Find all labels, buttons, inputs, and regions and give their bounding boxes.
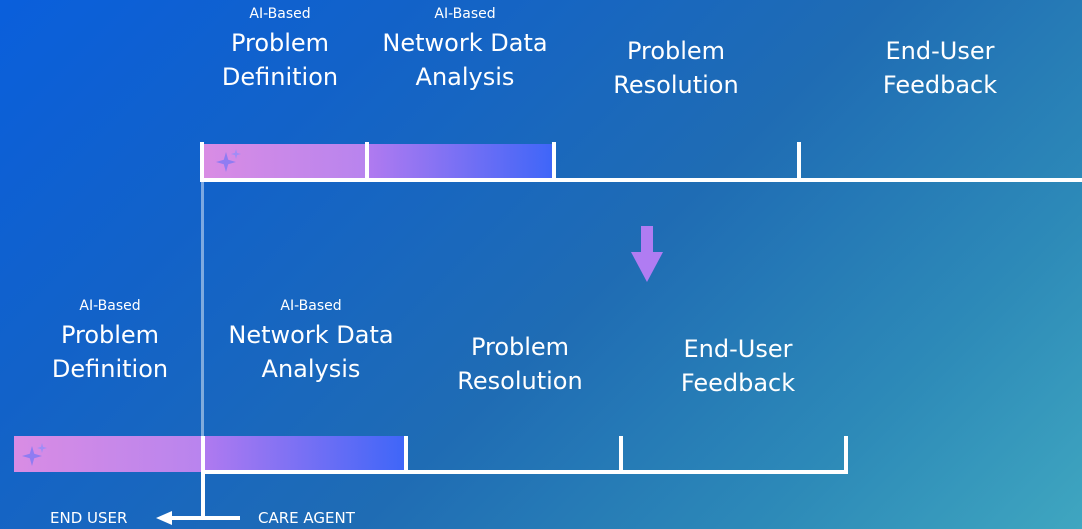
step-title-line1: Problem [60,321,160,349]
handoff-vertical-line [201,436,205,518]
bottom-step-problem-resolution: Problem Resolution [440,330,600,398]
ai-segment-network-analysis [204,436,404,472]
step-title-line1: Network Data [228,321,394,349]
top-step-end-user-feedback: End-User Feedback [860,34,1020,102]
end-user-label: END USER [50,509,128,527]
step-title-line1: Problem [230,29,330,57]
sparkle-icon [216,149,241,172]
step-title-line2: Definition [51,355,169,383]
step-title-line2: Feedback [680,369,796,397]
bottom-step-problem-definition: AI-Based Problem Definition [30,298,190,386]
alignment-connector-line [201,182,204,436]
step-title-line1: Problem [626,37,726,65]
ai-segment-network-analysis [369,144,552,178]
ai-segment-problem-definition [14,436,204,472]
top-timeline-baseline [200,178,1082,182]
step-title-line1: End-User [683,335,793,363]
step-title-line2: Resolution [457,367,583,395]
step-title-line2: Definition [221,63,339,91]
bottom-step-end-user-feedback: End-User Feedback [658,332,818,400]
step-title-line1: Problem [470,333,570,361]
bottom-divider [844,436,848,474]
top-divider [365,142,369,182]
top-step-network-data-analysis: AI-Based Network Data Analysis [370,6,560,94]
down-arrow-icon [631,226,663,282]
step-title-line2: Analysis [261,355,361,383]
ai-based-tag: AI-Based [249,6,311,22]
bottom-timeline-baseline [204,470,848,474]
left-arrow-icon [156,511,240,525]
top-step-problem-definition: AI-Based Problem Definition [200,6,360,94]
step-title-line2: Resolution [613,71,739,99]
top-divider-start [200,142,204,182]
bottom-divider [619,436,623,474]
bottom-step-network-data-analysis: AI-Based Network Data Analysis [214,298,408,386]
step-title-line2: Analysis [415,63,515,91]
sparkle-icon [22,443,47,466]
step-title-line1: Network Data [382,29,548,57]
top-divider [797,142,801,182]
step-title-line2: Feedback [882,71,998,99]
step-title-line1: End-User [885,37,995,65]
top-divider [552,142,556,182]
ai-based-tag: AI-Based [434,6,496,22]
ai-based-tag: AI-Based [79,298,141,314]
bottom-divider [404,436,408,474]
ai-based-tag: AI-Based [280,298,342,314]
care-agent-label: CARE AGENT [258,509,355,527]
top-step-problem-resolution: Problem Resolution [596,34,756,102]
